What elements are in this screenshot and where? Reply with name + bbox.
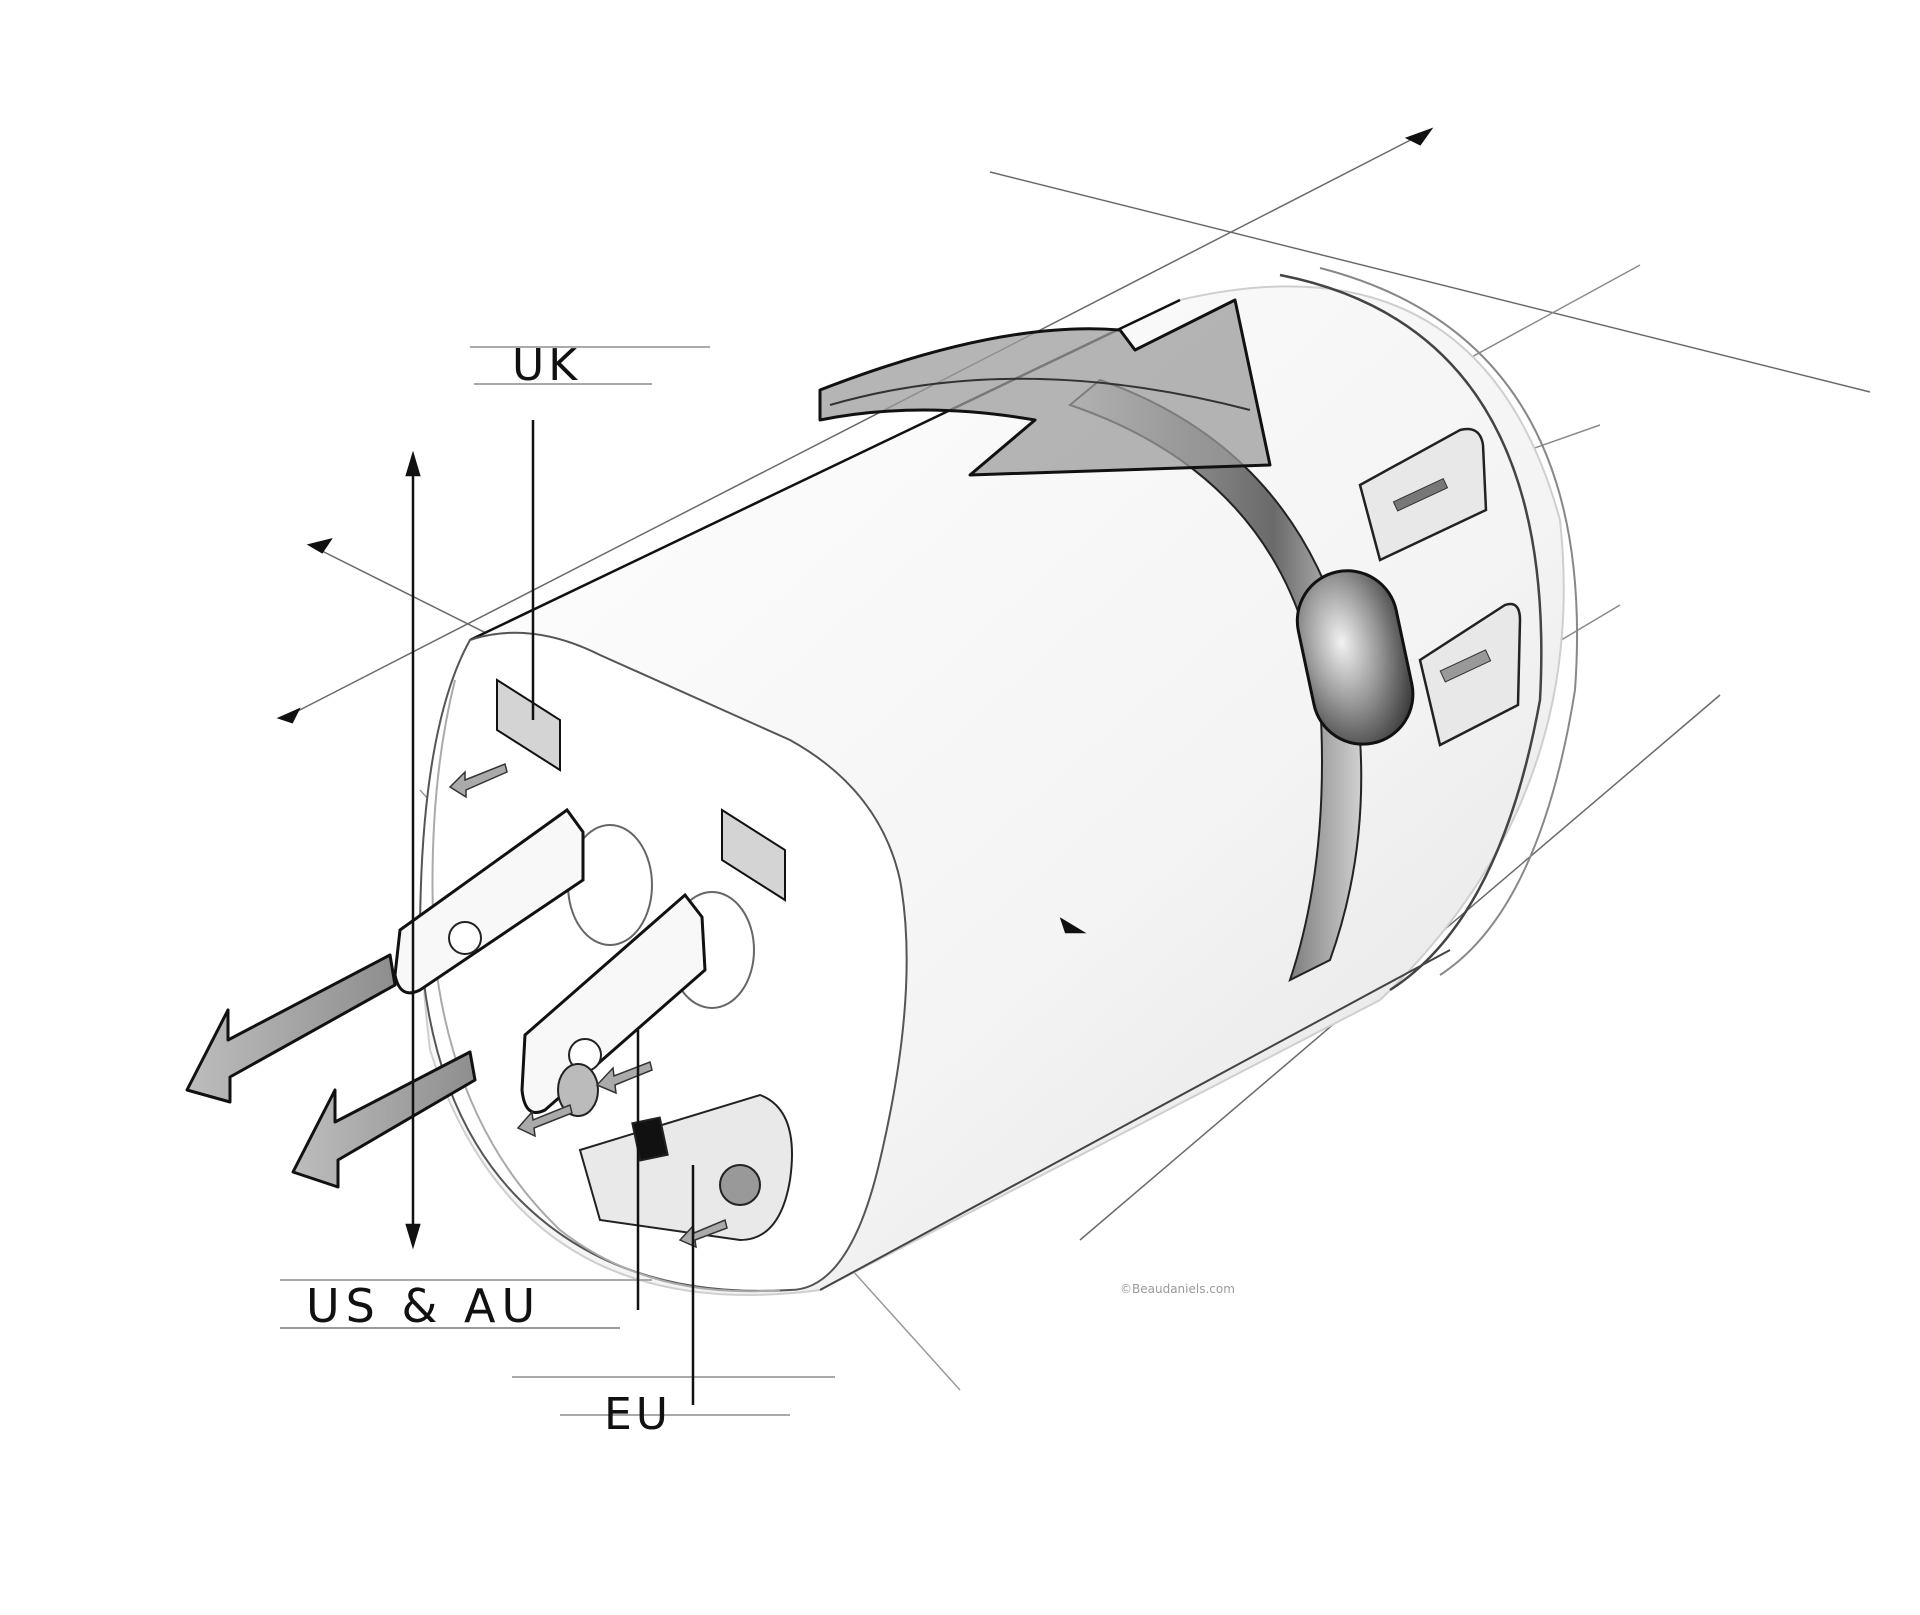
watermark: ©Beaudaniels.com [1120, 1282, 1235, 1296]
eu-pins [557, 1063, 793, 1242]
label-uk: UK [512, 340, 582, 391]
label-us-au: US & AU [306, 1279, 542, 1333]
uk-slots [496, 678, 786, 902]
usb-port-icon [1358, 427, 1522, 747]
arrow-left-down-icon [185, 953, 477, 1189]
label-eu: EU [604, 1389, 673, 1440]
curved-arrow-icon [818, 298, 1272, 477]
adapter-body [418, 267, 1579, 1296]
slider-button-icon [1295, 569, 1415, 746]
dimension-line [276, 127, 1434, 1250]
us-prongs [393, 807, 755, 1114]
label-leaders [280, 346, 835, 1416]
